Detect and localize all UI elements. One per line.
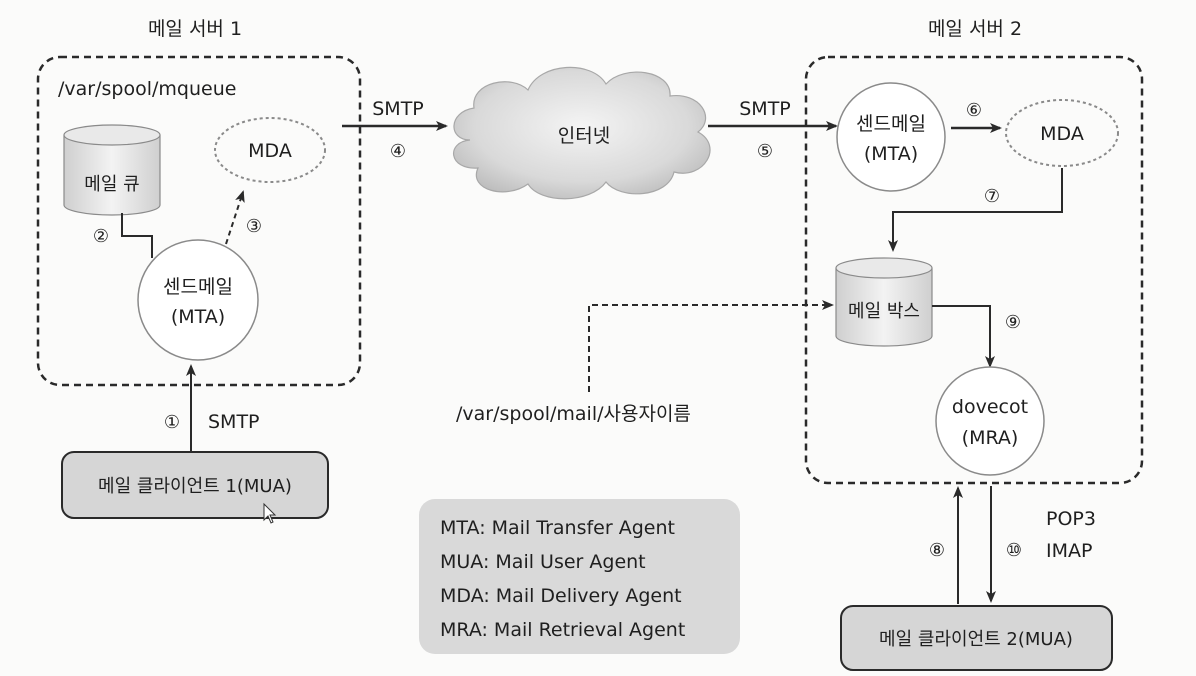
legend-item-mra: MRA: Mail Retrieval Agent xyxy=(440,619,685,641)
mailbox-cylinder: 메일 박스 xyxy=(835,257,933,347)
mail-queue-cylinder: 메일 큐 xyxy=(63,124,161,216)
step3-arrow xyxy=(225,190,245,245)
mailbox-label: 메일 박스 xyxy=(848,301,920,322)
mail-path-connector xyxy=(588,300,834,392)
mail-client-1-label: 메일 클라이언트 1(MUA) xyxy=(98,476,292,497)
step2-number: ② xyxy=(93,226,109,247)
server1-mta-node xyxy=(137,239,259,361)
step2-connector xyxy=(121,213,153,258)
dovecot-mra-node xyxy=(935,366,1045,476)
step6-number: ⑥ xyxy=(966,100,982,121)
step10-number: ⑩ xyxy=(1006,540,1022,561)
step9-number: ⑨ xyxy=(1005,312,1021,333)
legend-item-mua: MUA: Mail User Agent xyxy=(440,551,646,573)
step4-number: ④ xyxy=(390,141,406,162)
dovecot-name: dovecot xyxy=(952,396,1028,418)
server2-mta-role: (MTA) xyxy=(864,143,918,165)
step7-arrow xyxy=(888,168,1063,252)
server2-mta-name: 센드메일 xyxy=(856,113,926,135)
server2-mta-node xyxy=(836,82,946,192)
server1-boundary xyxy=(36,55,362,387)
mail-client-2-label: 메일 클라이언트 2(MUA) xyxy=(879,629,1073,650)
server1-mta-role: (MTA) xyxy=(171,306,225,328)
legend-item-mda: MDA: Mail Delivery Agent xyxy=(440,585,682,607)
server1-title: 메일 서버 1 xyxy=(148,18,242,40)
step7-number: ⑦ xyxy=(984,186,1000,207)
mail-path-label: /var/spool/mail/사용자이름 xyxy=(456,403,691,425)
step4-protocol: SMTP xyxy=(372,98,424,120)
step1-protocol: SMTP xyxy=(208,411,260,433)
step8-number: ⑧ xyxy=(929,540,945,561)
step3-number: ③ xyxy=(246,216,262,237)
server2-mda-label: MDA xyxy=(1040,123,1084,145)
mail-client-2-box xyxy=(840,605,1113,671)
step1-number: ① xyxy=(164,412,180,433)
server2-title: 메일 서버 2 xyxy=(928,18,1022,40)
dovecot-role: (MRA) xyxy=(962,427,1019,449)
legend-item-mta: MTA: Mail Transfer Agent xyxy=(440,517,675,539)
imap-protocol: IMAP xyxy=(1046,540,1092,562)
server2-mda-node xyxy=(1005,99,1119,167)
mail-client-1-box xyxy=(61,451,329,519)
step9-arrow xyxy=(932,305,995,368)
internet-label: 인터넷 xyxy=(558,125,610,147)
server1-mta-name: 센드메일 xyxy=(163,276,233,298)
step5-protocol: SMTP xyxy=(739,98,791,120)
internet-cloud: 인터넷 xyxy=(453,66,711,200)
server1-mda-node xyxy=(214,117,326,183)
mouse-cursor-icon xyxy=(263,502,277,524)
server2-boundary xyxy=(804,55,1144,485)
mail-queue-label: 메일 큐 xyxy=(84,174,139,195)
server1-queue-path: /var/spool/mqueue xyxy=(58,78,236,100)
server1-mda-label: MDA xyxy=(248,140,292,162)
pop3-protocol: POP3 xyxy=(1046,508,1096,530)
legend-box xyxy=(419,499,740,654)
step5-number: ⑤ xyxy=(757,141,773,162)
